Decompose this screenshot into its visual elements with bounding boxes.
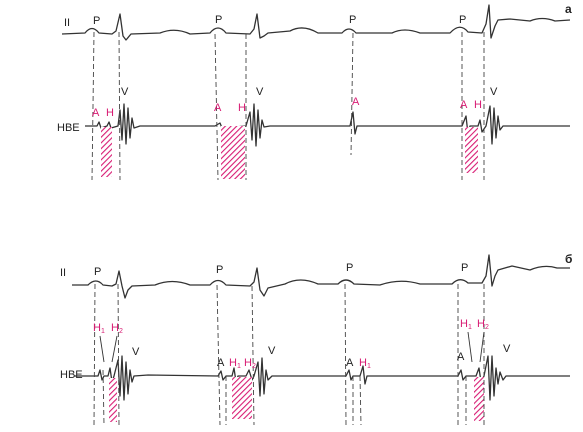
hbe-trace-b	[74, 355, 570, 401]
h2-label-2-b: H2	[244, 357, 256, 370]
p-wave-label-4-b: P	[461, 262, 468, 274]
h1h2-interval-4-b	[474, 377, 484, 421]
h2-label-4-b: H2	[477, 318, 489, 331]
panel-b: б II HBE	[60, 252, 572, 426]
v-label-4-a: V	[490, 86, 498, 98]
h1-label-3-b: H1	[359, 357, 371, 370]
dashed-markers-a	[91, 31, 485, 181]
p-wave-label-2-b: P	[216, 264, 223, 276]
h-label-4-a: H	[474, 99, 482, 111]
p-wave-label-1-a: P	[93, 15, 100, 27]
h2-label-1-b: H2	[111, 322, 123, 335]
panel-label-b: б	[565, 252, 572, 266]
h1-label-2-b: H1	[229, 357, 241, 370]
ah-interval-4-a	[465, 127, 478, 173]
lead-label-ii-a: II	[64, 17, 70, 29]
h1h2-interval-1-b	[109, 378, 117, 422]
his-label-hbe-a: HBE	[57, 122, 80, 134]
lead-ii-trace-a	[61, 4, 571, 41]
p-wave-label-3-a: P	[349, 14, 356, 26]
a-label-2-b: A	[217, 357, 225, 369]
h-label-2-a: H	[238, 102, 246, 114]
panel-a: а II HBE P P P P A H V A H V A	[57, 2, 572, 181]
a-label-4-b: A	[457, 351, 465, 363]
h-arrows-b	[99, 331, 485, 363]
v-label-4-b: V	[503, 343, 511, 355]
p-wave-label-2-a: P	[215, 14, 222, 26]
a-label-3-b: A	[346, 357, 354, 369]
v-label-2-a: V	[256, 86, 264, 98]
hbe-trace-a	[85, 103, 570, 147]
a-label-2-a: A	[214, 102, 222, 114]
v-label-1-a: V	[121, 86, 129, 98]
v-label-2-b: V	[268, 345, 276, 357]
lead-label-ii-b: II	[60, 267, 66, 279]
ah-interval-1-a	[101, 127, 112, 177]
p-wave-label-1-b: P	[94, 266, 101, 278]
p-wave-label-3-b: P	[346, 262, 353, 274]
h1-label-1-b: H1	[93, 322, 105, 335]
lead-ii-trace-b	[72, 254, 570, 299]
h1h2-interval-2-b	[232, 377, 252, 419]
h-label-1-a: H	[106, 107, 114, 119]
v-label-1-b: V	[132, 346, 140, 358]
h1-label-4-b: H1	[460, 318, 472, 331]
ah-interval-2-a	[221, 126, 245, 179]
dashed-markers-b	[93, 283, 485, 426]
p-wave-label-4-a: P	[459, 14, 466, 26]
panel-label-a: а	[565, 2, 572, 16]
a-label-1-a: A	[92, 107, 100, 119]
a-label-3-a: A	[352, 96, 360, 108]
his-label-hbe-b: HBE	[60, 369, 83, 381]
a-label-4-a: A	[460, 99, 468, 111]
